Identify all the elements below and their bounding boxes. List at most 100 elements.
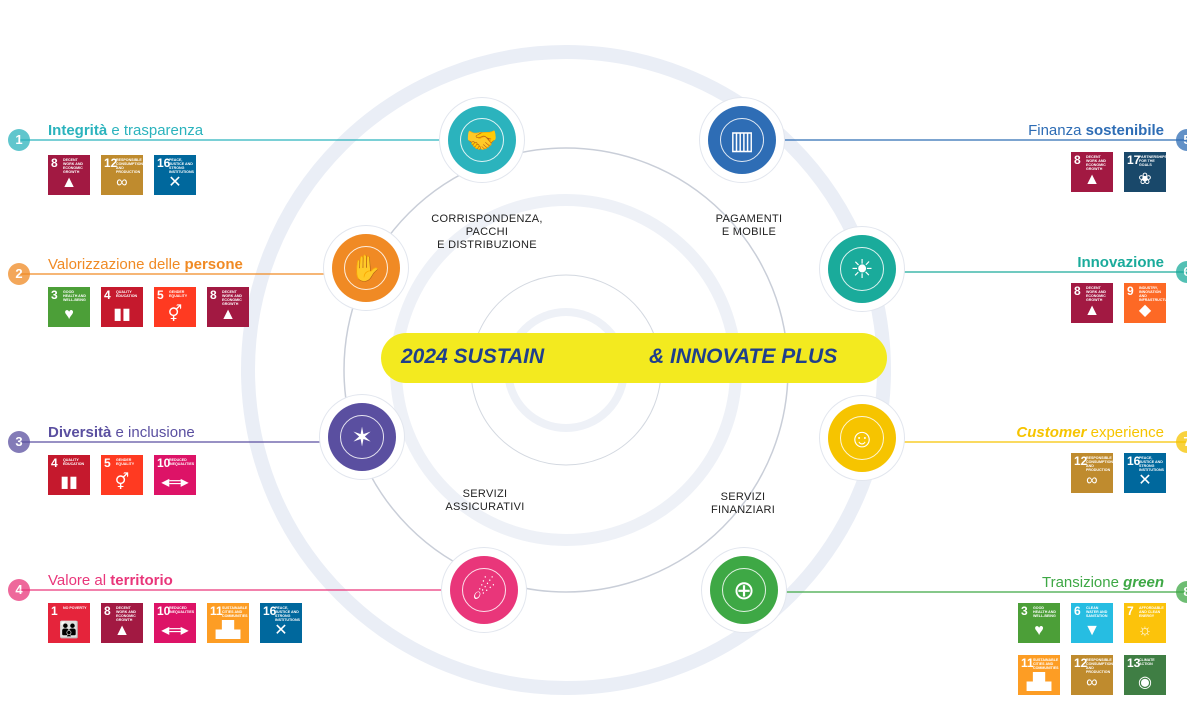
- sdg-goal-5-tile: 5Gender equality⚥: [101, 455, 143, 495]
- sdg-label: Peace, justice and strong institutions: [169, 158, 194, 174]
- sdg-number: 8: [1074, 284, 1081, 298]
- hub-disc: ✶: [328, 403, 396, 471]
- pillar-title-rest: e inclusione: [111, 424, 195, 441]
- pillar-3-number-badge: 3: [8, 431, 30, 453]
- sdg-label: Clean water and sanitation: [1086, 606, 1108, 618]
- hub-disc: ☺: [828, 404, 896, 472]
- hub-ring: [344, 246, 388, 290]
- sdg-number: 17: [1127, 153, 1141, 167]
- pillar-2-number-badge: 2: [8, 263, 30, 285]
- sdg-12-icon: ∞: [1086, 472, 1098, 489]
- sdg-label: Responsible consumption and production: [116, 158, 143, 174]
- sdg-1-icon: 👪: [59, 622, 79, 639]
- area-assicurativi: SERVIZI ASSICURATIVI: [430, 488, 540, 514]
- sdg-label: Good health and well-being: [63, 290, 86, 302]
- sdg-goal-1-tile: 1No poverty👪: [48, 603, 90, 643]
- sdg-goal-4-tile: 4Quality education▮▮: [48, 455, 90, 495]
- sdg-label: Decent work and economic growth: [222, 290, 243, 306]
- sdg-number: 13: [1127, 656, 1141, 670]
- pillar-4-hub: ☄: [442, 548, 526, 632]
- sdg-16-icon: ✕: [168, 174, 182, 191]
- pillar-7-number-badge: 7: [1176, 431, 1187, 453]
- finance-chart-icon: ▥: [729, 125, 755, 155]
- sdg-17-icon: ❀: [1138, 171, 1152, 188]
- sdg-label: Sustainable cities and communities: [222, 606, 248, 618]
- sdg-8-icon: ▲: [1084, 171, 1100, 188]
- sdg-label: Reduced inequalities: [169, 606, 195, 614]
- pillar-3-hub: ✶: [320, 395, 404, 479]
- sdg-number: 8: [104, 604, 111, 618]
- sdg-11-icon: ▟▙: [1026, 674, 1052, 691]
- sdg-goal-12-tile: 12Responsible consumption and production…: [101, 155, 143, 195]
- sdg-label: Sustainable cities and communities: [1033, 658, 1059, 670]
- sdg-goal-8-tile: 8Decent work and economic growth▲: [1071, 152, 1113, 192]
- people-hand-icon: ✋: [349, 253, 383, 283]
- sdg-number: 12: [1074, 656, 1088, 670]
- pillar-title-bold: Integrità: [48, 122, 108, 139]
- area-line: PACCHI: [465, 226, 509, 238]
- sdg-12-icon: ∞: [116, 174, 128, 191]
- sdg-8-icon: ▲: [114, 622, 130, 639]
- pillar-title-bold: sostenibile: [1085, 122, 1164, 139]
- pillar-7-title: Customer experience: [1016, 424, 1164, 442]
- hub-disc: ☀: [828, 235, 896, 303]
- pillar-5-title: Finanza sostenibile: [1028, 122, 1164, 140]
- sdg-label: Gender equality: [169, 290, 188, 298]
- banner: 2024 SUSTAIN & INNOVATE PLUS: [381, 333, 887, 383]
- sdg-label: Quality education: [63, 458, 85, 466]
- sdg-number: 16: [1127, 454, 1141, 468]
- sdg-label: Decent work and economic growth: [116, 606, 137, 622]
- sdg-number: 6: [1074, 604, 1081, 618]
- pillar-6-number-badge: 6: [1176, 261, 1187, 283]
- sdg-goal-10-tile: 10Reduced inequalities◂═▸: [154, 603, 196, 643]
- hub-ring: [462, 568, 506, 612]
- sdg-7-icon: ☼: [1137, 622, 1153, 639]
- pillar-6-hub: ☀: [820, 227, 904, 311]
- pillar-title-rest: Valorizzazione delle: [48, 256, 185, 273]
- area-finanziari: SERVIZI FINANZIARI: [688, 491, 798, 517]
- pillar-7-hub: ☺: [820, 396, 904, 480]
- sdg-8-icon: ▲: [220, 306, 236, 323]
- smile-icon: ☺: [848, 423, 876, 453]
- sdg-label: Partnerships for the goals: [1139, 155, 1166, 167]
- sdg-label: Affordable and clean energy: [1139, 606, 1164, 618]
- sdg-number: 16: [263, 604, 277, 618]
- sdg-label: Gender equality: [116, 458, 135, 466]
- sdg-number: 4: [104, 288, 111, 302]
- sdg-goal-11-tile: 11Sustainable cities and communities ▟▙: [1018, 655, 1060, 695]
- sdg-goal-12-tile: 12Responsible consumption and production…: [1071, 655, 1113, 695]
- sdg-label: Reduced inequalities: [169, 458, 195, 466]
- sdg-goal-13-tile: 13Climate action◉: [1124, 655, 1166, 695]
- sdg-10-icon: ◂═▸: [161, 474, 189, 491]
- sdg-goal-11-tile: 11Sustainable cities and communities▟▙: [207, 603, 249, 643]
- sdg-label: No poverty: [63, 606, 87, 610]
- sdg-5-icon: ⚥: [114, 474, 130, 491]
- sdg-8-icon: ▲: [61, 174, 77, 191]
- area-line: E DISTRIBUZIONE: [437, 239, 537, 251]
- hub-ring: [840, 247, 884, 291]
- hub-ring: [720, 118, 764, 162]
- sdg-10-icon: ◂═▸: [161, 622, 189, 639]
- sdg-label: Responsible consumption and production: [1086, 658, 1113, 674]
- sdg-4-icon: ▮▮: [60, 474, 78, 491]
- pillar-title-rest: Finanza: [1028, 122, 1086, 139]
- area-line: PAGAMENTI: [715, 213, 783, 225]
- sdg-goal-17-tile: 17Partnerships for the goals ❀: [1124, 152, 1166, 192]
- pillar-title-bold: Customer: [1016, 424, 1087, 441]
- sdg-number: 11: [210, 604, 223, 618]
- sdg-12-icon: ∞: [1086, 674, 1098, 691]
- pillar-4-title: Valore al territorio: [48, 572, 173, 590]
- outer-ring: [241, 45, 891, 695]
- pillar-1-title: Integrità e trasparenza: [48, 122, 203, 140]
- banner-left-text: 2024 SUSTAIN: [401, 345, 545, 368]
- pillar-3-title: Diversità e inclusione: [48, 424, 195, 442]
- pillar-2-hub: ✋: [324, 226, 408, 310]
- sdg-number: 11: [1021, 656, 1034, 670]
- sdg-goal-8-tile: 8 Decent work and economic growth▲: [101, 603, 143, 643]
- area-line: CORRISPONDENZA,: [431, 213, 543, 225]
- sdg-label: Decent work and economic growth: [1086, 155, 1107, 171]
- sdg-number: 12: [104, 156, 118, 170]
- sdg-number: 10: [157, 456, 171, 470]
- sdg-goal-16-tile: 16Peace, justice and strong institutions…: [1124, 453, 1166, 493]
- sdg-16-icon: ✕: [274, 622, 288, 639]
